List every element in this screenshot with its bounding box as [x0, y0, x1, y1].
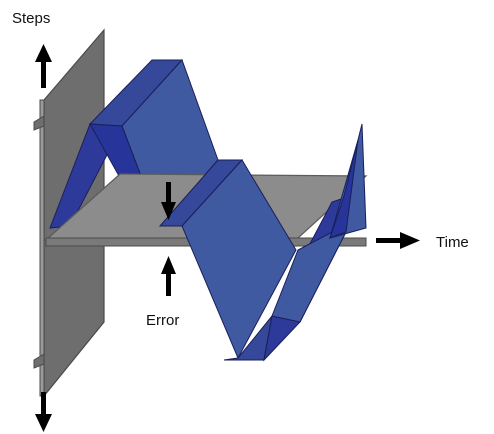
wave-front [158, 123, 367, 362]
error-up-arrow [161, 256, 176, 296]
steps-up-arrow [35, 44, 52, 88]
wave-right-peak-side [329, 139, 359, 239]
error-label: Error [146, 312, 179, 329]
error-down-arrow [161, 182, 176, 220]
wall-tab-lower [33, 353, 45, 369]
vertical-wall-edge [39, 99, 45, 397]
wall-tab-upper [33, 115, 45, 131]
time-right-arrow [376, 232, 420, 249]
steps-label: Steps [12, 10, 50, 27]
wave-descending-face [181, 159, 297, 360]
steps-down-arrow [35, 392, 52, 432]
axis-arrows [35, 44, 420, 432]
time-label: Time [436, 234, 469, 251]
